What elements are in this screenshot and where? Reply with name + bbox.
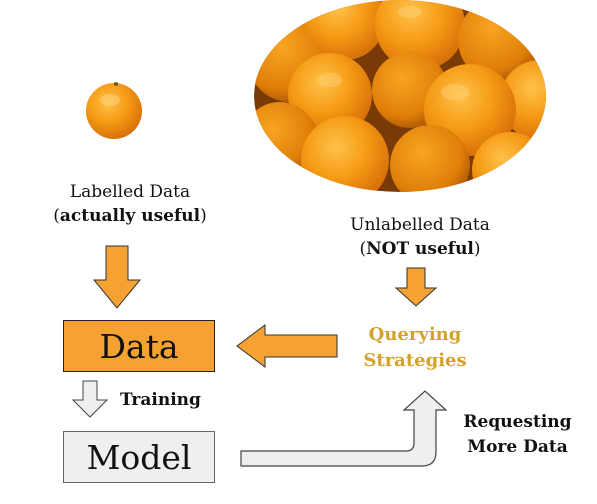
paren-close: ) (200, 206, 207, 226)
arrow-training (71, 380, 109, 418)
querying-line1: Querying (368, 324, 462, 345)
labelled-data-label: Labelled Data (actually useful) (20, 180, 240, 228)
labelled-note-bold: actually useful (59, 206, 201, 226)
paren-open: ( (359, 239, 367, 259)
requesting-line1: Requesting (463, 412, 572, 432)
arrow-unlabelled-down (394, 267, 438, 307)
unlabelled-data-title: Unlabelled Data (350, 215, 490, 235)
querying-strategies-label: Querying Strategies (345, 322, 485, 374)
paren-close: ) (473, 239, 481, 259)
model-box: Model (63, 431, 215, 483)
paren-open: ( (53, 206, 60, 226)
data-box: Data (63, 320, 215, 372)
requesting-more-data-label: Requesting More Data (450, 410, 585, 460)
unlabelled-note-bold: NOT useful (366, 239, 474, 259)
unlabelled-data-note: (NOT useful) (310, 237, 530, 261)
requesting-line2: More Data (467, 437, 568, 457)
labelled-data-note: (actually useful) (20, 204, 240, 228)
arrow-labelled-to-data (92, 245, 142, 309)
labelled-data-title: Labelled Data (69, 182, 191, 202)
arrow-query-to-data (236, 324, 338, 368)
arrow-model-to-query (240, 390, 448, 467)
single-orange-image (86, 82, 142, 139)
training-label: Training (120, 390, 201, 410)
orange-pile-image (254, 0, 546, 192)
unlabelled-data-label: Unlabelled Data (NOT useful) (310, 213, 530, 261)
querying-line2: Strategies (363, 350, 467, 371)
